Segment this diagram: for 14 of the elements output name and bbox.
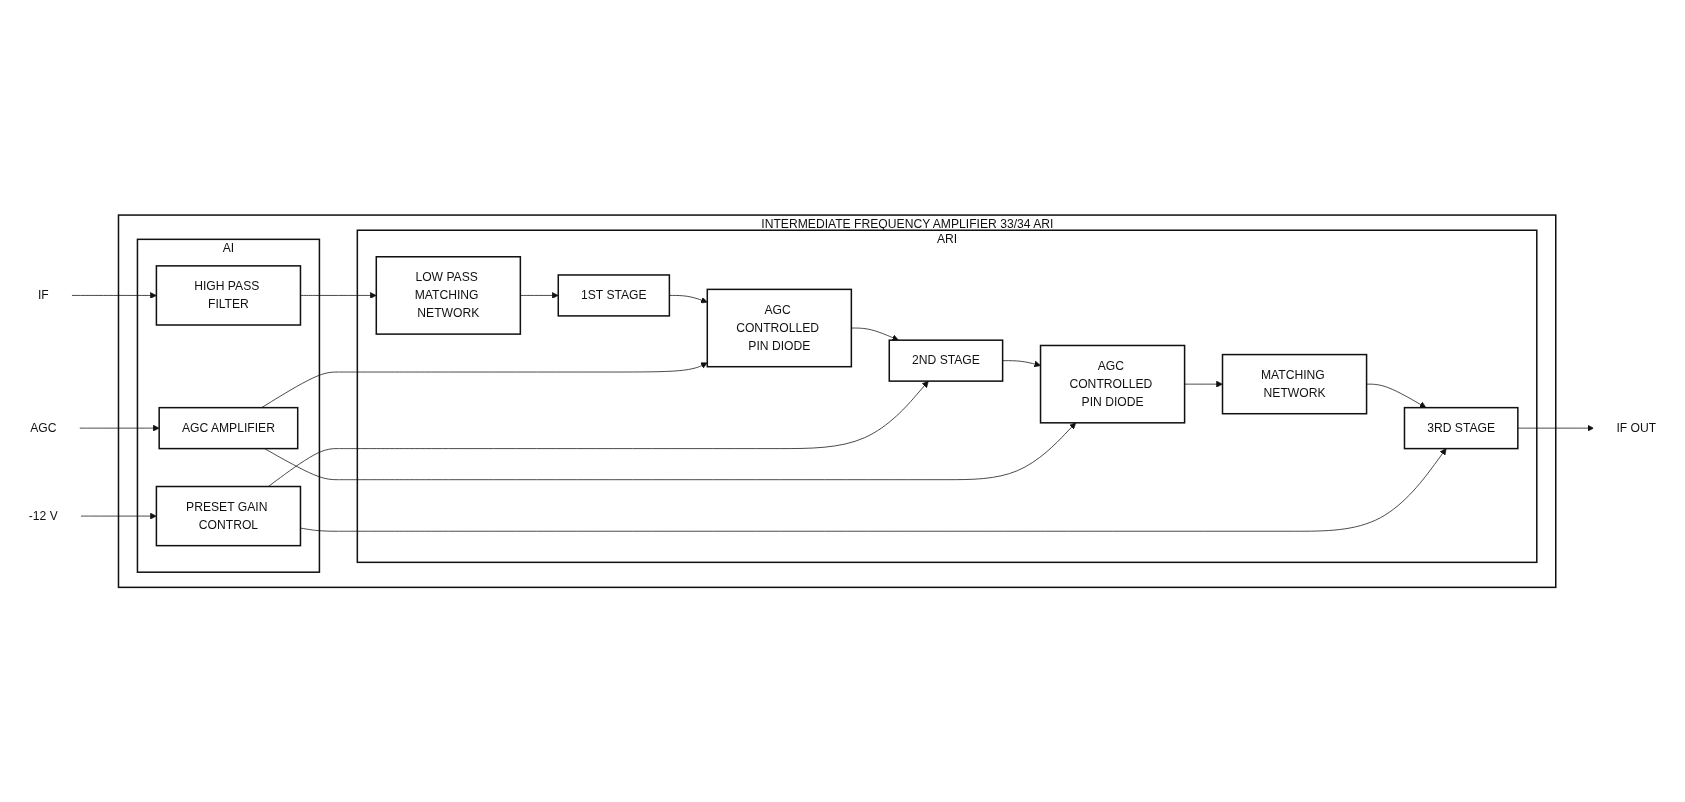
- node-box: MATCHING NETWORK: [1221, 353, 1368, 415]
- node-box: AGC AMPLIFIER: [158, 406, 299, 450]
- node-text: IF OUT: [1616, 421, 1657, 434]
- node-box: 2ND STAGE: [888, 339, 1004, 382]
- node-box: AGC CONTROLLED PIN DIODE: [1039, 344, 1186, 424]
- node-text: -12 V: [28, 509, 58, 522]
- node-box: 3RD STAGE: [1403, 406, 1519, 450]
- node-box: LOW PASS MATCHING NETWORK: [375, 255, 522, 335]
- node-box: PRESET GAIN CONTROL: [155, 485, 302, 547]
- node-box: 1ST STAGE: [557, 274, 671, 317]
- node-text: IF: [37, 288, 49, 302]
- node-text: AGC: [30, 421, 57, 434]
- node-box: AGC CONTROLLED PIN DIODE: [706, 288, 853, 368]
- node-box: HIGH PASS FILTER: [155, 264, 302, 326]
